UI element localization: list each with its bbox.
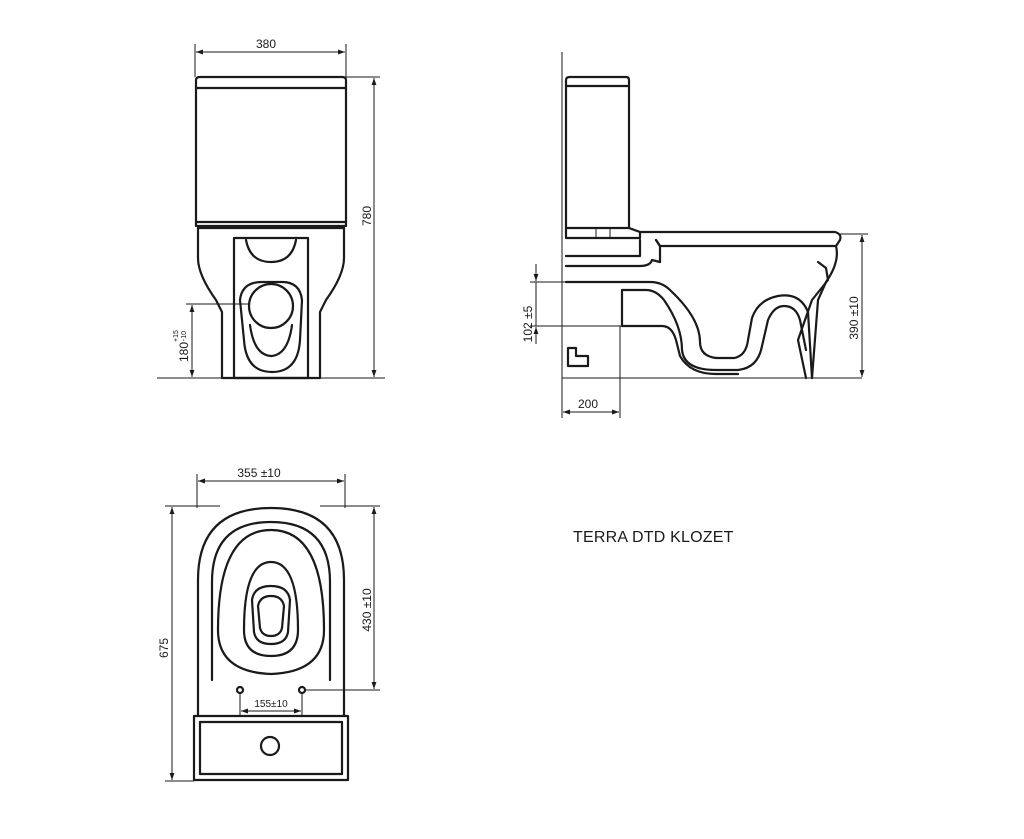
side-tank-base <box>564 226 642 240</box>
front-bowl <box>196 226 346 380</box>
top-bolt-hole-right <box>297 685 307 695</box>
top-water-inner <box>256 594 286 638</box>
top-bowl-opening <box>242 560 300 658</box>
front-flush-cup <box>244 238 298 264</box>
front-outlet-tol-plus: +15 <box>173 330 180 342</box>
side-rim-back <box>564 238 642 258</box>
side-seat-lid <box>638 230 842 248</box>
side-front-edge <box>796 260 830 380</box>
front-recess <box>232 236 310 380</box>
side-seat-height-dim: 390 ±10 <box>847 296 861 340</box>
top-bolt-hole-left <box>235 685 245 695</box>
front-height-dim: 780 <box>360 206 374 226</box>
top-bowl-outer <box>196 506 346 718</box>
top-bolt-spacing-dim: 155±10 <box>254 699 288 710</box>
top-seat-outer <box>210 520 332 682</box>
side-trapway-lower <box>620 288 808 372</box>
front-outlet-tol-minus: -10 <box>181 331 188 341</box>
side-outlet-pipe <box>620 288 740 376</box>
side-view: 102 ±5 390 ±10 200 <box>521 52 868 418</box>
front-trapway-lower <box>248 323 294 358</box>
front-outlet-circle <box>247 282 295 330</box>
top-width-dim: 355 ±10 <box>237 466 281 480</box>
front-outlet-height-dim: 180 <box>177 342 191 362</box>
top-seat-ring <box>216 528 326 676</box>
top-view: 355 ±10 675 430 ±10 155±10 <box>157 466 380 782</box>
drawing-title: TERRA DTD KLOZET <box>573 529 734 546</box>
front-view: 380 780 180 +15 -10 <box>157 37 385 380</box>
side-outlet-offset-dim: 102 ±5 <box>521 305 535 342</box>
side-wall-distance-dim: 200 <box>578 397 598 411</box>
side-tank <box>564 75 631 230</box>
top-tank <box>192 714 350 782</box>
side-hinge <box>654 238 662 264</box>
side-trapway-upper <box>564 280 814 380</box>
top-water-outer <box>250 584 292 646</box>
front-width-dim: 380 <box>256 37 276 51</box>
top-bolt-distance-dim: 430 ±10 <box>360 588 374 632</box>
side-floor-bracket <box>566 346 590 368</box>
front-tank <box>194 75 348 228</box>
top-length-dim: 675 <box>157 638 171 658</box>
front-trapway <box>238 280 304 374</box>
top-flush-button <box>259 735 281 757</box>
